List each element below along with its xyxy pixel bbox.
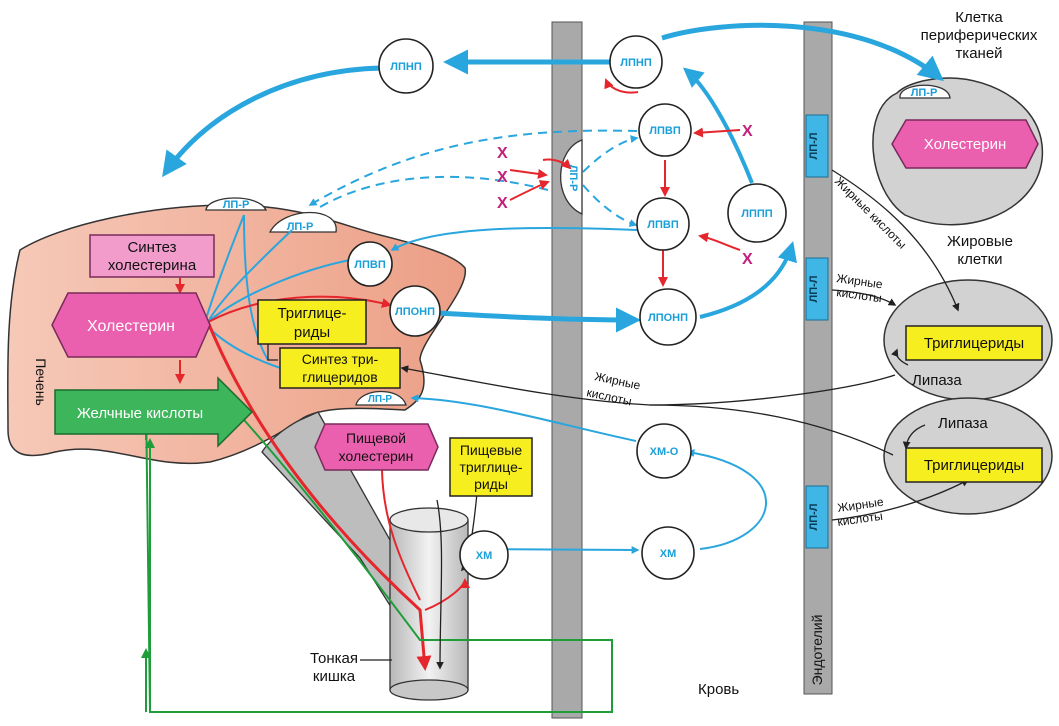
ldl-left-label: ЛПНП: [390, 61, 422, 73]
small-intestine-label-1: Тонкая: [310, 650, 358, 667]
lp-l-label-2: ЛП-Л: [808, 275, 820, 302]
cholesterol-liver-label: Холестерин: [87, 318, 175, 335]
dietary-tg-line-3: риды: [474, 476, 508, 492]
x-mark-4: X: [742, 123, 753, 140]
cm-intestine-label: ХМ: [476, 550, 493, 562]
chol-synthesis-line-1: Синтез: [127, 239, 176, 256]
hdl-mid-label: ЛПВП: [647, 219, 679, 231]
lp-r-label-wall: ЛП-Р: [567, 165, 579, 192]
tg-liver-line-2: риды: [294, 324, 330, 341]
liver-label: Печень: [33, 358, 49, 406]
blood-label: Кровь: [698, 681, 739, 698]
x-mark-5: X: [742, 251, 753, 268]
lp-l-label-1: ЛП-Л: [808, 132, 820, 159]
x-mark-3: X: [497, 195, 508, 212]
vldl-liver-label: ЛПОНП: [395, 306, 435, 318]
hdl-top-label: ЛПВП: [649, 125, 681, 137]
dietary-chol-line-1: Пищевой: [346, 430, 406, 446]
tg-synthesis-line-2: глицеридов: [302, 369, 377, 385]
cm-blood-label: ХМ: [660, 548, 677, 560]
x-mark-2: X: [497, 169, 508, 186]
tg-synthesis-line-1: Синтез три-: [302, 351, 379, 367]
small-intestine-label-2: кишка: [313, 668, 356, 685]
small-intestine-tube: [390, 508, 468, 700]
dietary-tg-line-2: триглице-: [459, 459, 522, 475]
lp-r-label-1: ЛП-Р: [223, 199, 250, 211]
lp-r-label-3: ЛП-Р: [368, 394, 393, 405]
idl-label: ЛППП: [741, 208, 773, 220]
lp-r-label-periph: ЛП-Р: [911, 87, 938, 99]
ldl-right-label: ЛПНП: [620, 57, 652, 69]
cm-remnant-label: ХМ-О: [650, 446, 679, 458]
bile-acids-label: Желчные кислоты: [77, 405, 203, 422]
dietary-chol-line-2: холестерин: [339, 448, 414, 464]
vldl-blood-label: ЛПОНП: [648, 312, 688, 324]
chol-synthesis-line-2: холестерина: [108, 257, 197, 274]
dietary-tg-line-1: Пищевые: [460, 442, 523, 458]
peripheral-cell-title-1: Клетка: [955, 9, 1003, 26]
hdl-liver-label: ЛПВП: [354, 259, 386, 271]
lp-l-label-3: ЛП-Л: [808, 503, 820, 530]
fat-cells-title-1: Жировые: [947, 233, 1013, 250]
blood-vessel-wall-left: [552, 22, 582, 718]
tg-fat-label-2: Триглицериды: [924, 457, 1024, 474]
lipase-label-1: Липаза: [912, 372, 962, 389]
tg-liver-line-1: Триглице-: [277, 305, 346, 322]
peripheral-cell-title-3: тканей: [955, 45, 1002, 62]
peripheral-cell-title-2: периферических: [921, 27, 1038, 44]
endothelium-label: Эндотелий: [809, 615, 825, 686]
x-mark-1: X: [497, 145, 508, 162]
tg-fat-label-1: Триглицериды: [924, 335, 1024, 352]
fat-cells-title-2: клетки: [957, 251, 1002, 268]
lipase-label-2: Липаза: [938, 415, 988, 432]
cholesterol-periph-label: Холестерин: [924, 136, 1007, 153]
